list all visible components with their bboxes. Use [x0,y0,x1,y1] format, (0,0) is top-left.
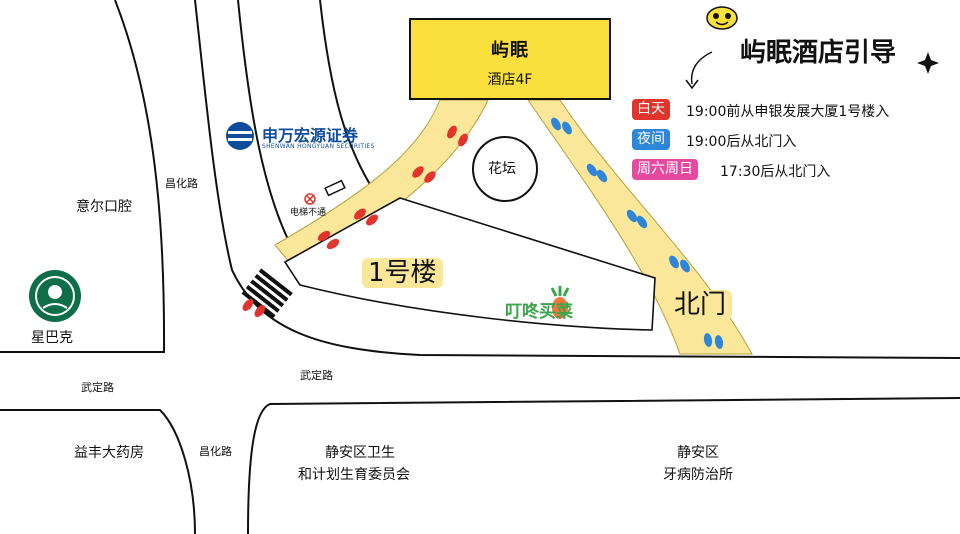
yierkouqiang-label: 意尔口腔 [76,199,132,215]
night-instruction: 19:00后从北门入 [686,134,797,150]
shenwan-name: 申万宏源证券 [262,126,359,145]
yifeng-label: 益丰大药房 [74,445,144,461]
no-entry-icon [304,193,316,205]
road-wuding-center: 武定路 [300,369,333,382]
blue-footprint-icon [551,117,724,349]
flower-bed-label: 花坛 [488,161,516,177]
starbucks-label: 星巴克 [31,330,73,346]
road-changhua-upper: 昌化路 [165,177,198,190]
road-edge-left-upper [0,0,166,353]
building-1-label: 1号楼 [362,258,443,288]
day-instruction: 19:00前从申银发展大厦1号楼入 [686,104,890,120]
shenwan-english: SHENWAN HONGYUAN SECURITIES [262,143,375,150]
guide-title: 屿眠酒店引导 [740,38,897,68]
night-badge: 夜间 [632,129,670,150]
hotel-floor-label: 酒店4F [487,72,533,88]
hotel-brand: 屿眠 [491,40,529,61]
curved-arrow-icon [690,51,713,85]
flower-bed-circle [472,136,538,202]
elevator-note: 电梯不通 [290,208,327,218]
shenwan-logo-icon [226,122,254,150]
weekend-badge: 周六周日 [632,159,698,180]
red-footprint-icon [242,125,468,317]
health-commission-line1: 静安区卫生 [325,445,395,461]
day-badge: 白天 [632,99,670,120]
sparkle-icon [917,52,939,74]
campus-edge-left [237,0,301,263]
starbucks-logo-icon [29,270,81,322]
building-1-outline [283,197,656,331]
north-gate-label: 北门 [668,290,733,320]
smiley-icon [706,6,738,30]
dingdong-radish-icon [550,286,570,319]
road-wuding-left: 武定路 [81,381,114,394]
health-commission-line2: 和计划生育委员会 [298,467,410,483]
road-edge-main [194,0,960,359]
hotel-marker: 屿眠 酒店4F [409,18,611,100]
weekend-instruction: 17:30后从北门入 [720,164,831,180]
road-changhua-lower: 昌化路 [199,445,232,458]
campus-edge-top [319,0,381,201]
dental-line1: 静安区 [677,445,719,461]
dental-line2: 牙病防治所 [663,467,733,483]
stairs-icon [241,268,293,319]
dingdong-logo: 叮咚买菜 [505,302,573,322]
elevator-box [324,179,346,197]
road-edge-right-lower [247,397,960,534]
road-edge-left-lower [0,409,196,534]
